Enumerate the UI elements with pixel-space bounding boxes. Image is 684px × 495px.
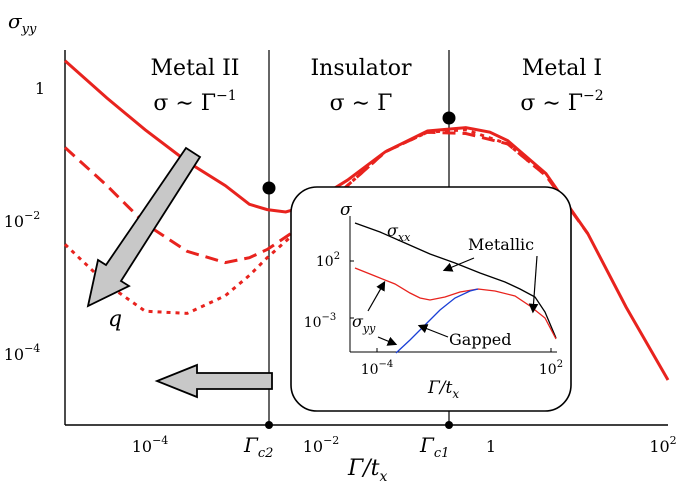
inset-frame: [290, 186, 572, 412]
y-tick-label-1e-2: 10−2: [4, 209, 41, 231]
x-tick-label-1e2: 102: [649, 434, 676, 456]
inset-gapped-arrow: [417, 324, 449, 338]
inset-x-label: Γ/tx: [427, 378, 459, 401]
inset-sigma-xx-line: [354, 222, 557, 339]
series-dotted-line: [63, 128, 547, 315]
region-metal-i-law: σ ∼ Γ−2: [520, 88, 603, 116]
region-insulator-law: σ ∼ Γ: [330, 91, 393, 116]
inset-metallic-arrow-2: [528, 255, 539, 314]
x-axis-label: Γ/tx: [347, 456, 388, 485]
inset-metallic-arrow-1: [442, 257, 475, 272]
left-arrow: [154, 363, 273, 399]
inset-sigma-yy-arrow: [367, 280, 386, 312]
gamma-c2-label: Γc2: [243, 433, 273, 461]
x-tick-label-1e-2: 10−2: [303, 434, 340, 456]
x-tick-label-1e-4: 10−4: [132, 434, 169, 456]
q-arrow-label: q: [108, 307, 122, 332]
y-axis-label: σyy: [8, 9, 37, 37]
marker-gamma-c1: [442, 111, 456, 125]
marker-gamma-c2: [262, 181, 276, 195]
inset-sigma-yy-line: [354, 267, 557, 340]
y-tick-label-1: 1: [35, 79, 45, 98]
x-tick-label-1: 1: [486, 437, 496, 456]
axis-dot-gamma-c1: [445, 421, 453, 429]
region-metal-i-label: Metal I: [522, 56, 602, 81]
y-tick-label-1e-4: 10−4: [4, 342, 41, 364]
inset-gapped-line: [395, 288, 479, 354]
region-insulator-label: Insulator: [310, 56, 412, 81]
region-metal-ii-label: Metal II: [151, 56, 240, 81]
axis-dot-gamma-c2: [265, 421, 273, 429]
q-arrow: [86, 146, 202, 308]
inset-gapped-arrow-2: [377, 336, 398, 346]
inset-label-metallic: Metallic: [468, 235, 534, 254]
region-metal-ii-law: σ ∼ Γ−1: [153, 88, 236, 116]
gamma-c1-label: Γc1: [419, 433, 449, 461]
inset-y-label: σ: [340, 200, 352, 220]
inset-label-gapped: Gapped: [449, 330, 512, 349]
